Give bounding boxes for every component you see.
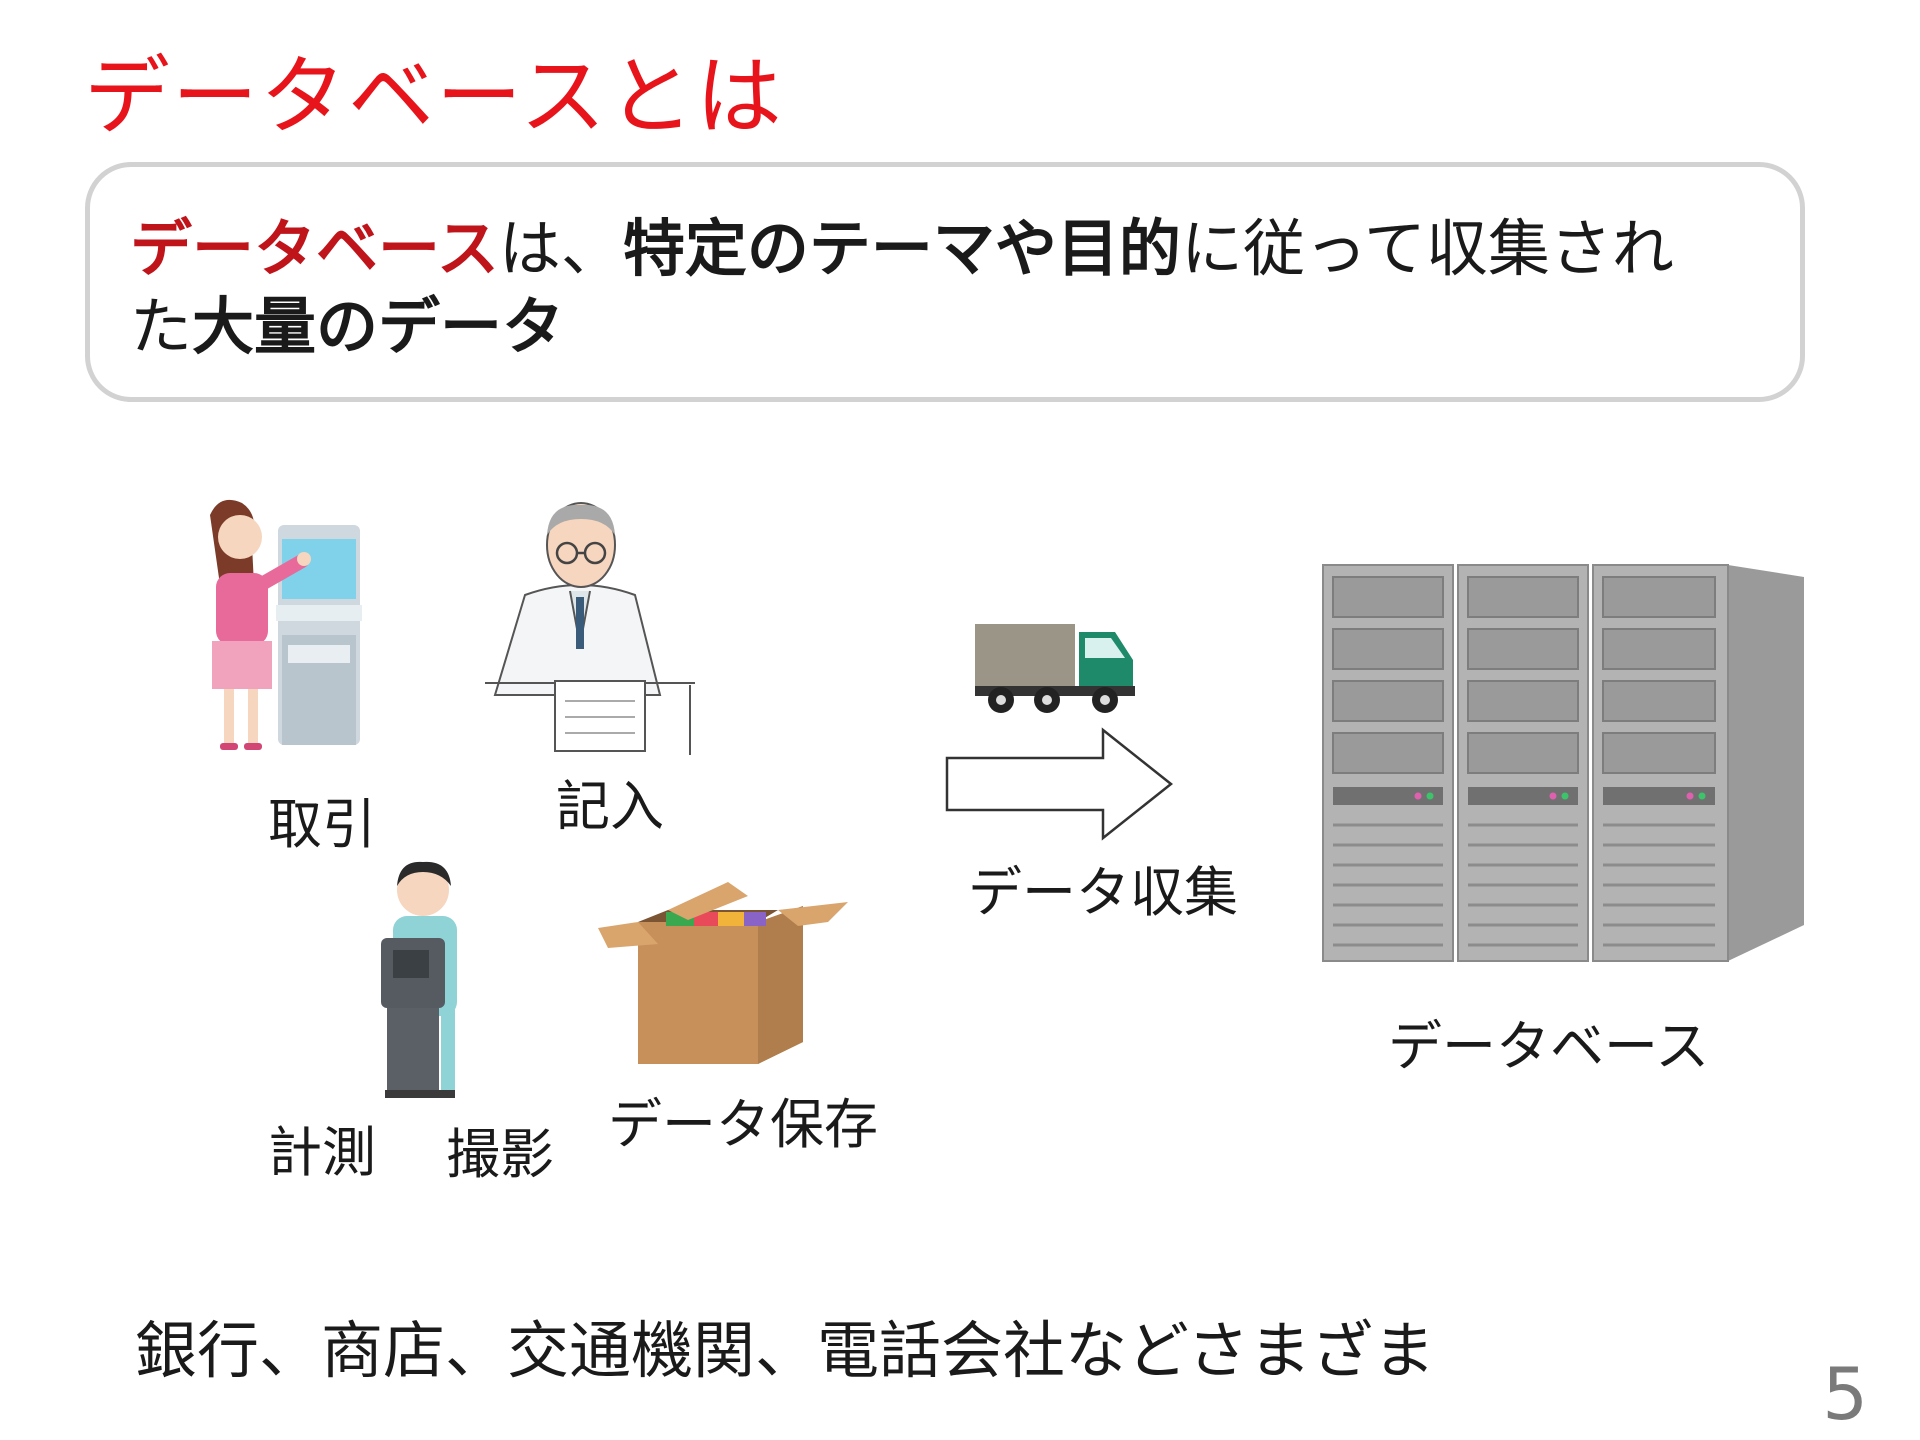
definition-text-3: た	[130, 290, 193, 363]
worker-measuring-illustration	[381, 861, 457, 1098]
definition-box	[85, 162, 1805, 402]
definition-text-1: は、	[498, 212, 623, 285]
atm-woman-illustration	[210, 499, 362, 750]
definition-text-2: に従って収集され	[1180, 212, 1674, 285]
label-keisoku: 計測	[268, 1121, 376, 1184]
truck-icon	[975, 624, 1135, 713]
bottom-note: 銀行、商店、交通機関、電話会社などさまざま	[135, 1314, 1436, 1387]
label-hozon: データ保存	[608, 1093, 878, 1156]
definition-line-1: データベースは、特定のテーマや目的に従って収集され	[130, 198, 1674, 288]
database-server-icon	[1322, 564, 1804, 962]
definition-emphasis-1: 特定のテーマや目的	[622, 212, 1181, 285]
definition-term: データベース	[130, 212, 499, 285]
label-collect: データ収集	[968, 861, 1238, 924]
doctor-writing-illustration	[485, 502, 695, 755]
label-satsuei: 撮影	[446, 1123, 554, 1186]
page-number: 5	[1822, 1352, 1868, 1436]
slide-title: データベースとは	[84, 47, 784, 147]
label-database: データベース	[1388, 1015, 1710, 1078]
definition-line-2: た大量のデータ	[130, 276, 564, 366]
collect-arrow-icon	[945, 727, 1174, 841]
label-torihiki: 取引	[268, 793, 376, 856]
label-kinyu: 記入	[556, 775, 664, 838]
storage-box-illustration	[598, 882, 848, 1064]
definition-emphasis-2: 大量のデータ	[192, 290, 565, 363]
